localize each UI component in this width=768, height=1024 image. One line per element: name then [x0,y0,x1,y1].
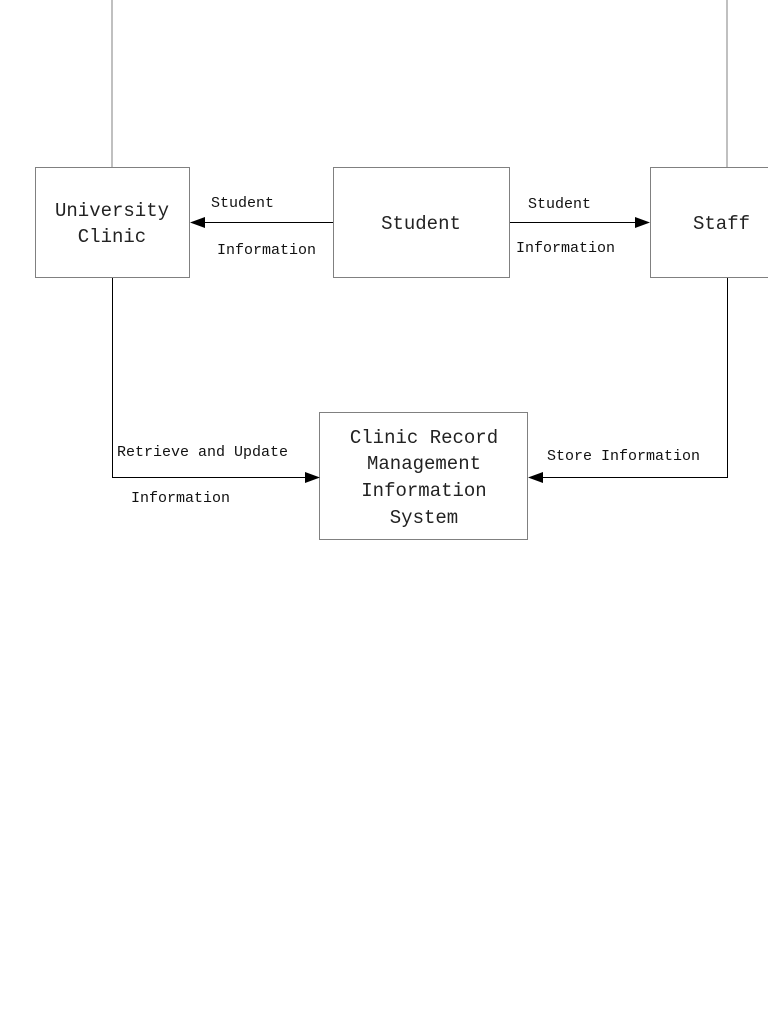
arrowhead-right-icon [305,472,320,483]
flow-clinic-to-system-label-line2: Information [131,490,230,507]
clinic-record-system-node: Clinic Record Management Information Sys… [319,412,528,540]
clinic-record-system-line2: Management [367,453,481,475]
flow-student-to-staff-label-line1: Student [528,196,591,213]
university-clinic-node: University Clinic [35,167,190,278]
flow-student-to-staff-label-line2: Information [516,240,615,257]
flow-student-to-staff: Student Information [510,196,650,257]
clinic-record-system-line1: Clinic Record [350,427,498,449]
clinic-record-system-box [319,412,528,540]
flow-student-to-clinic-label-line1: Student [211,195,274,212]
flow-student-to-clinic-label-line2: Information [217,242,316,259]
flow-clinic-to-system: Retrieve and Update Information [112,278,320,507]
university-clinic-label-line1: University [55,200,169,222]
university-clinic-box [35,167,190,278]
staff-box [650,167,768,278]
arrowhead-left-icon [528,472,543,483]
student-box [333,167,510,278]
student-node: Student [333,167,510,278]
flow-staff-to-system-label: Store Information [547,448,700,465]
flow-clinic-to-system-line [112,278,306,478]
university-clinic-label-line2: Clinic [78,226,146,248]
staff-label: Staff [693,213,750,235]
flow-student-to-clinic: Student Information [190,195,333,259]
staff-node: Staff [650,167,768,278]
clinic-record-system-line4: System [390,507,458,529]
flow-clinic-to-system-label-line1: Retrieve and Update [117,444,288,461]
arrowhead-left-icon [190,217,205,228]
arrowhead-right-icon [635,217,650,228]
flow-staff-to-system-line [542,278,728,478]
flow-staff-to-system: Store Information [528,278,728,483]
student-label: Student [381,213,461,235]
clinic-record-system-line3: Information [361,480,486,502]
